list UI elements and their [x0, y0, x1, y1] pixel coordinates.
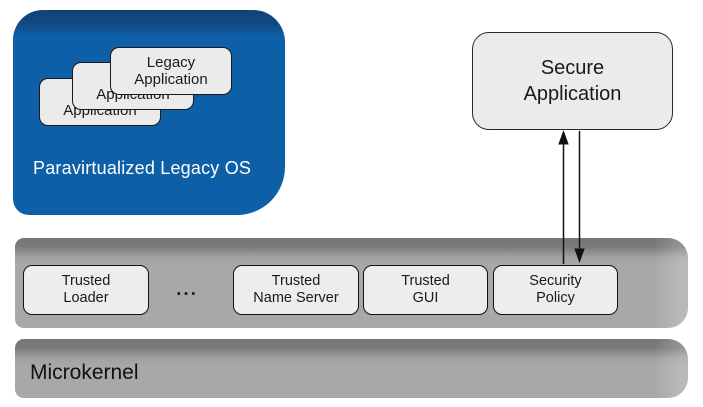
legacy-application-box-front: Legacy Application [110, 47, 232, 95]
trusted-services-bar: Trusted Loader ... Trusted Name Server T… [15, 238, 688, 328]
trusted-loader-box: Trusted Loader [23, 265, 149, 315]
microkernel-label: Microkernel [30, 361, 139, 384]
paravirtualized-legacy-os-box: Legacy Application Legacy Application Le… [13, 10, 285, 215]
paravirtualized-legacy-os-label: Paravirtualized Legacy OS [33, 158, 252, 178]
more-services-ellipsis: ... [176, 279, 198, 300]
secure-application-box: Secure Application [472, 32, 673, 130]
trusted-gui-box: Trusted GUI [363, 265, 488, 315]
security-policy-box: Security Policy [493, 265, 618, 315]
arrow-up-head [558, 130, 569, 145]
trusted-name-server-box: Trusted Name Server [233, 265, 359, 315]
microkernel-bar: Microkernel [15, 339, 688, 398]
